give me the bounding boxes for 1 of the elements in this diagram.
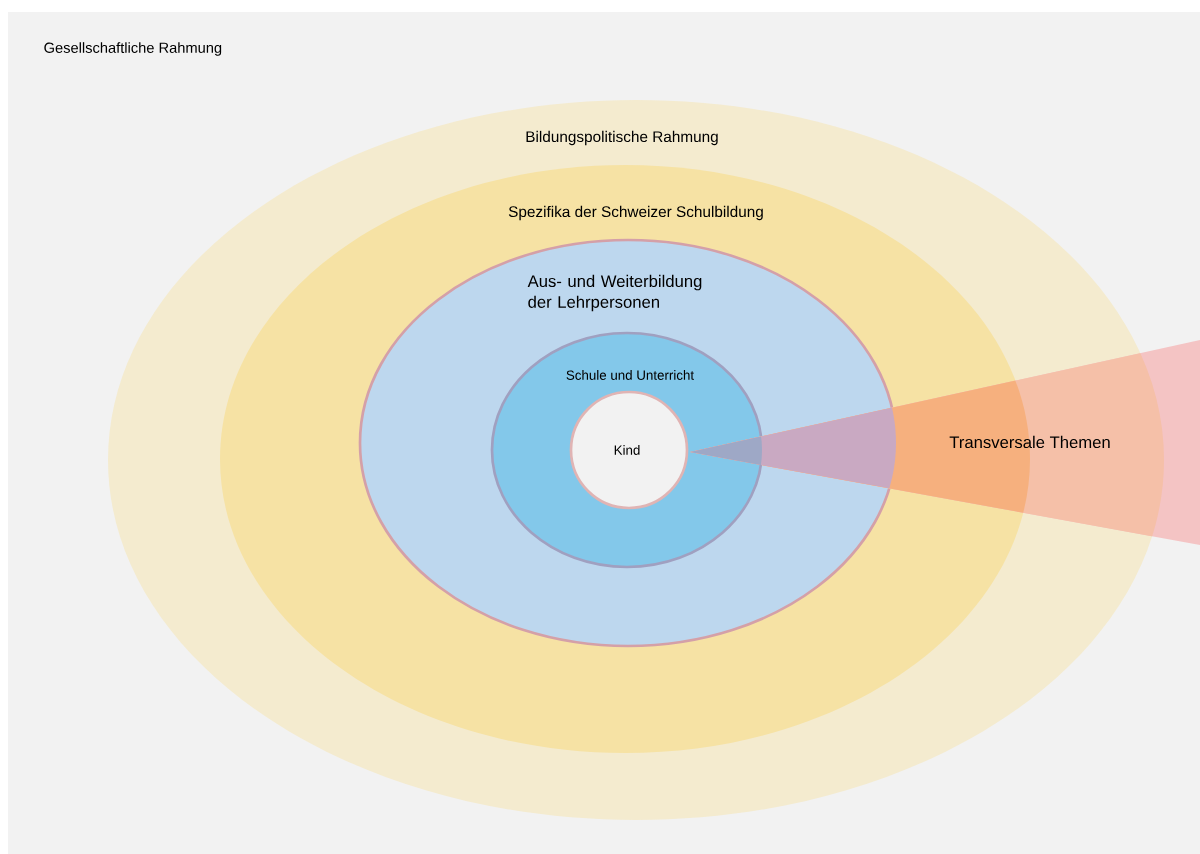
ellipse-band: Kind <box>569 390 689 510</box>
